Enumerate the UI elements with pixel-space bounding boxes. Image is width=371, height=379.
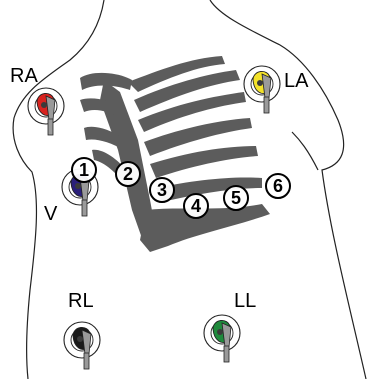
la-label: LA <box>284 70 309 92</box>
chest-position-3-number: 3 <box>157 180 167 200</box>
chest-position-2: 2 <box>116 162 140 186</box>
chest-position-5: 5 <box>224 186 248 210</box>
left-rib-5 <box>150 146 258 178</box>
v-cable-stem <box>82 200 87 216</box>
v-snap-stud <box>75 183 81 189</box>
ra-cable-stem <box>48 119 53 135</box>
chest-position-5-number: 5 <box>231 188 241 208</box>
la-snap-stud <box>257 80 263 86</box>
rl-cable-stem <box>84 353 89 369</box>
armpit-line-right <box>292 132 318 170</box>
chest-position-1: 1 <box>72 158 96 182</box>
ra-label: RA <box>10 65 38 87</box>
la-electrode <box>244 66 280 113</box>
chest-position-6: 6 <box>266 174 290 198</box>
v-label: V <box>44 203 58 225</box>
ll-snap-stud <box>217 329 223 335</box>
rl-snap-stud <box>77 336 83 342</box>
rib-cage <box>80 56 270 252</box>
chest-position-3: 3 <box>150 178 174 202</box>
rl-label: RL <box>68 290 94 312</box>
la-cable-stem <box>264 97 269 113</box>
ll-label: LL <box>234 290 256 312</box>
ra-snap-stud <box>41 102 47 108</box>
ll-electrode <box>204 315 240 362</box>
rl-electrode <box>64 322 100 369</box>
chest-position-6-number: 6 <box>273 176 283 196</box>
chest-position-2-number: 2 <box>123 164 133 184</box>
ll-cable-stem <box>224 346 229 362</box>
ra-electrode <box>28 88 64 135</box>
chest-position-4: 4 <box>184 194 208 218</box>
chest-position-1-number: 1 <box>79 160 89 180</box>
chest-position-4-number: 4 <box>191 196 201 216</box>
